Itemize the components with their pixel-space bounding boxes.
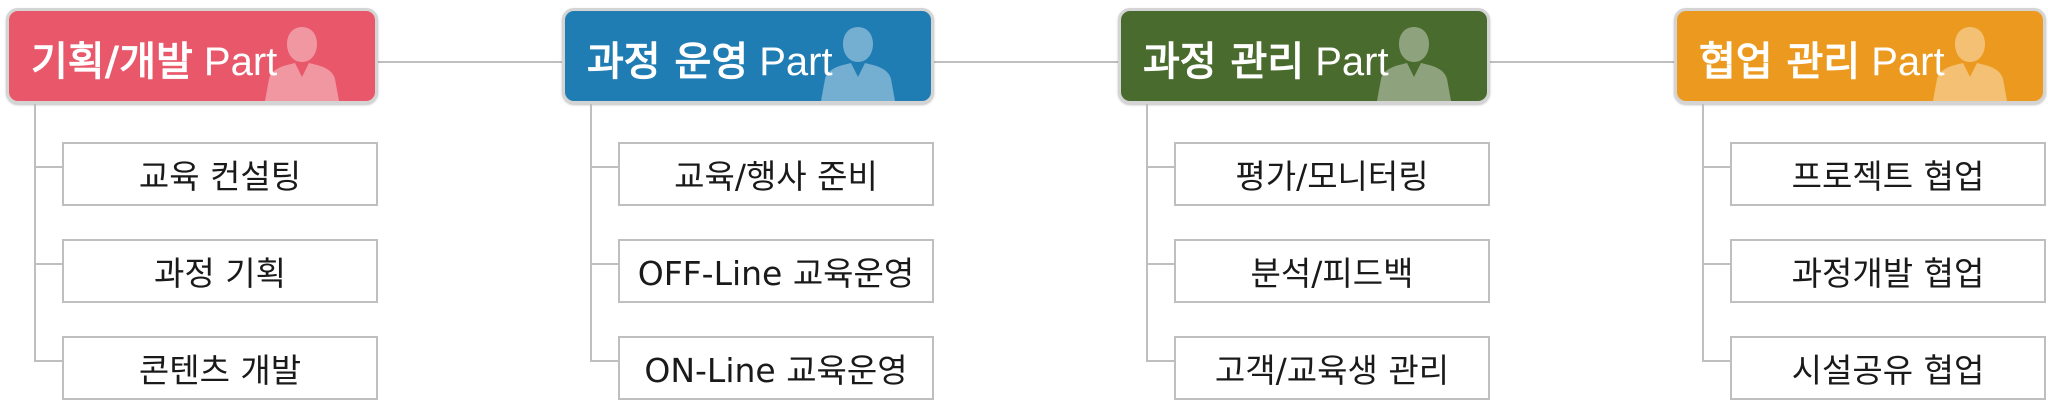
part-header-operation: 과정 운영 Part (562, 8, 934, 104)
tree-line (1146, 104, 1148, 362)
task-box: 시설공유 협업 (1730, 336, 2046, 400)
task-box: 프로젝트 협업 (1730, 142, 2046, 206)
task-box: 고객/교육생 관리 (1174, 336, 1490, 400)
part-header-collaboration: 협업 관리 Part (1674, 8, 2046, 104)
task-box: OFF-Line 교육운영 (618, 239, 934, 303)
header-connector (378, 61, 562, 63)
task-box: 과정 기획 (62, 239, 378, 303)
part-header-planning: 기획/개발 Part (6, 8, 378, 104)
tree-line (34, 104, 36, 362)
person-silhouette-icon (265, 27, 339, 101)
tree-branch (1702, 360, 1730, 362)
tree-branch (34, 360, 62, 362)
tree-line (590, 104, 592, 362)
part-header-management: 과정 관리 Part (1118, 8, 1490, 104)
tree-branch (1702, 263, 1730, 265)
tree-branch (590, 166, 618, 168)
tree-branch (1146, 263, 1174, 265)
header-connector (1490, 61, 1674, 63)
tree-branch (1146, 360, 1174, 362)
tree-branch (34, 263, 62, 265)
tree-branch (1146, 166, 1174, 168)
part-title: 협업 관리 Part (1699, 39, 1945, 85)
person-silhouette-icon (1933, 27, 2007, 101)
task-box: ON-Line 교육운영 (618, 336, 934, 400)
tree-branch (590, 360, 618, 362)
task-box: 분석/피드백 (1174, 239, 1490, 303)
part-title: 기획/개발 Part (31, 39, 278, 85)
task-box: 콘텐츠 개발 (62, 336, 378, 400)
tree-branch (1702, 166, 1730, 168)
person-silhouette-icon (821, 27, 895, 101)
task-box: 과정개발 협업 (1730, 239, 2046, 303)
part-title: 과정 관리 Part (1143, 39, 1389, 85)
part-title: 과정 운영 Part (587, 39, 833, 85)
task-box: 평가/모니터링 (1174, 142, 1490, 206)
task-box: 교육/행사 준비 (618, 142, 934, 206)
person-silhouette-icon (1377, 27, 1451, 101)
tree-branch (590, 263, 618, 265)
tree-line (1702, 104, 1704, 362)
task-box: 교육 컨설팅 (62, 142, 378, 206)
header-connector (934, 61, 1118, 63)
tree-branch (34, 166, 62, 168)
